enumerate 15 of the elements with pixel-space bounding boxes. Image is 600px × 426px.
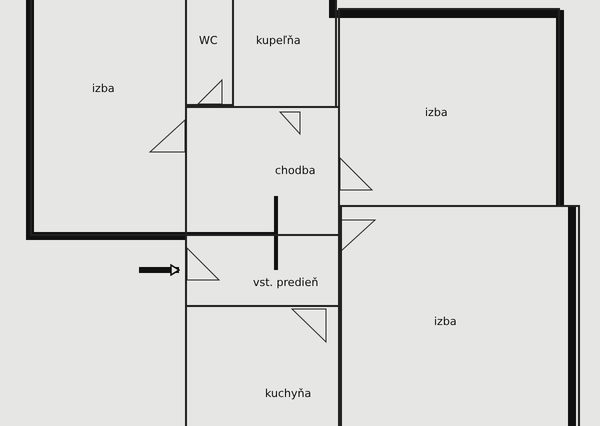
room-label: izba: [92, 82, 115, 95]
room-outline: [340, 205, 580, 426]
room-outline: [338, 8, 560, 207]
room-label: vst. predieň: [253, 276, 318, 289]
room-label: kuchyňa: [265, 387, 312, 400]
room-label: izba: [425, 106, 448, 119]
room-label: chodba: [275, 164, 316, 177]
room-label: WC: [199, 34, 218, 47]
room-outline: [185, 305, 340, 426]
room-label: kupeľňa: [256, 34, 301, 47]
room-outline: [30, 0, 187, 236]
entrance-arrow: [139, 264, 180, 276]
room-label: izba: [434, 315, 457, 328]
room-outline: [185, 234, 340, 307]
room-outline: [185, 106, 340, 236]
